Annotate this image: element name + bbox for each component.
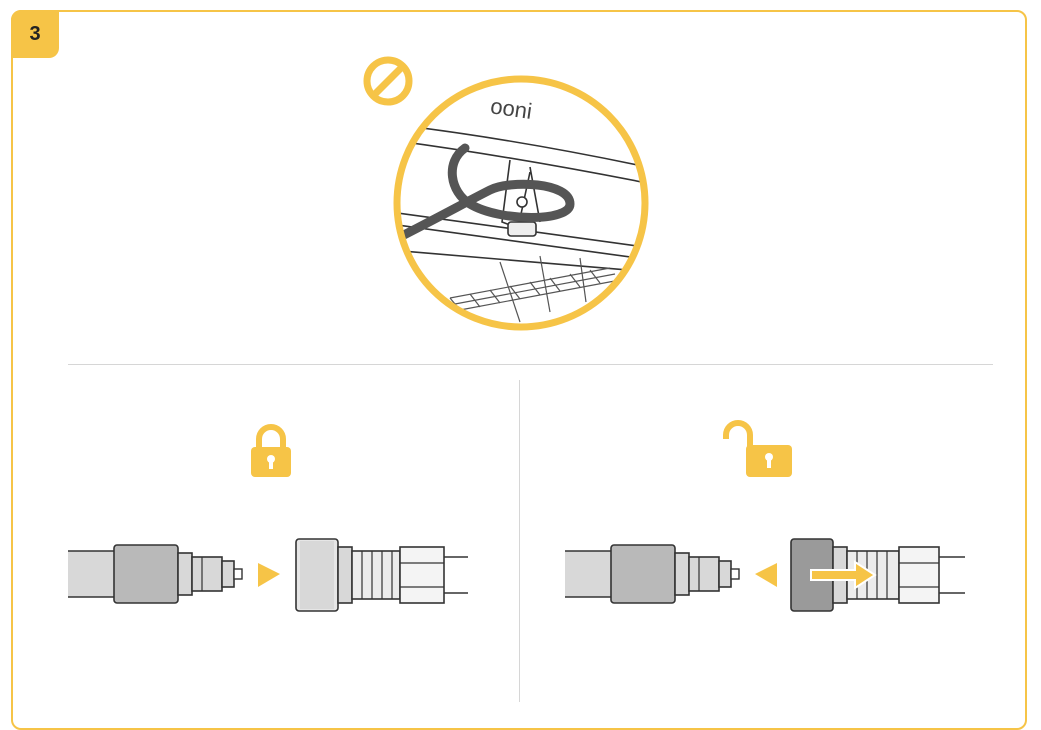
prohibited-icon (363, 56, 413, 106)
arrow-right-icon (258, 563, 280, 587)
step-number-badge: 3 (11, 10, 59, 58)
hose-routing-detail: ooni (393, 75, 649, 331)
hose-connector-unlocked (565, 538, 965, 612)
section-divider-vertical (519, 380, 520, 702)
lock-open-icon (723, 420, 792, 477)
arrow-left-icon (755, 563, 777, 587)
brand-text: ooni (489, 93, 534, 124)
hose-connector-locked (68, 538, 468, 612)
lock-closed-icon (251, 424, 291, 477)
section-divider-horizontal (68, 364, 993, 365)
sleeve-pull-arrow-icon (810, 560, 877, 590)
step-number: 3 (29, 22, 41, 45)
